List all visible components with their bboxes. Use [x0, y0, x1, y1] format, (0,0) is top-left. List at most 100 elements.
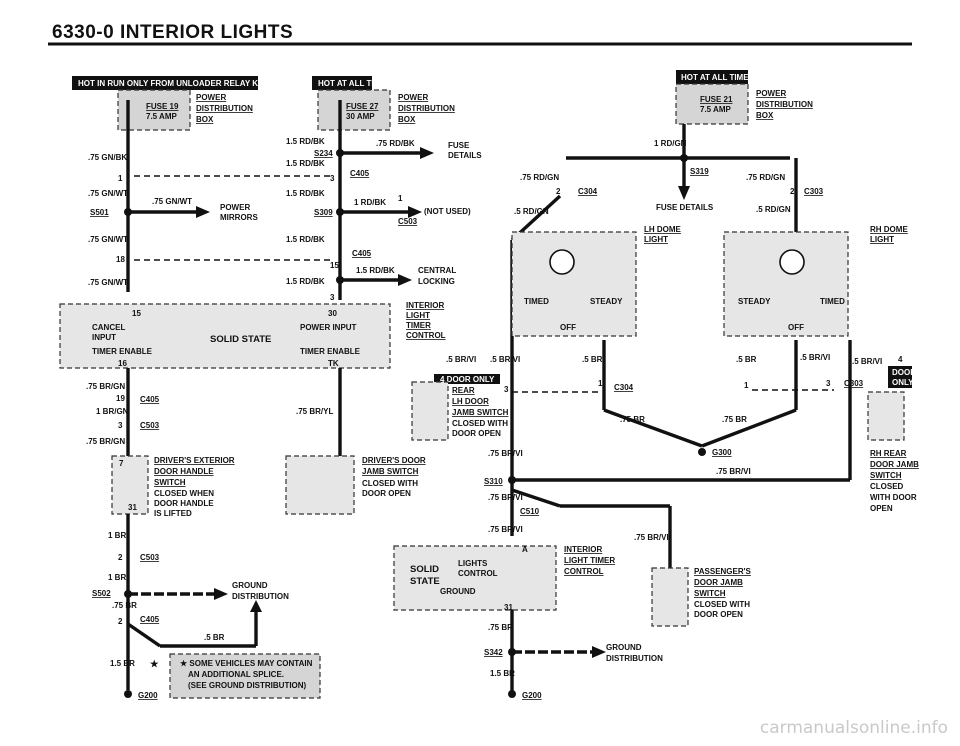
g300-label: G300 [712, 448, 732, 457]
wire-rd-gn-1: .75 RD/GN [520, 173, 559, 182]
rear-lh-jamb-switch [411, 381, 449, 441]
lh-dome-light [511, 231, 637, 337]
wire-br75-left: .75 BR [112, 601, 137, 610]
fuse-details-1: FUSE [448, 141, 470, 150]
banner-center [312, 76, 372, 90]
pin-18: 18 [116, 255, 125, 264]
wire-br15-center: 1.5 BR [490, 669, 515, 678]
pin-3-top: 3 [330, 174, 335, 183]
s342-label: S342 [484, 648, 503, 657]
pass-4: CLOSED WITH [694, 600, 750, 609]
s309-label: S309 [314, 208, 333, 217]
c503-top: C503 [398, 217, 418, 226]
rear-lh-4: CLOSED WITH [452, 419, 508, 428]
wire-rd-bk-1: 1.5 RD/BK [286, 137, 325, 146]
wire-br-vi75-b: .75 BR/VI [716, 467, 751, 476]
pdb-center-3: BOX [398, 115, 416, 124]
wire-br75-b: .75 BR [722, 415, 747, 424]
pin-a: A [522, 545, 528, 554]
fuse27-box [317, 89, 391, 131]
wire-rd-gn5-r: .5 RD/GN [756, 205, 791, 214]
rh-dome-lamp [779, 249, 805, 275]
pin-31-mod: 31 [504, 603, 513, 612]
wire-br-vi75-d: .75 BR/VI [488, 525, 523, 534]
pass-2: DOOR JAMB [694, 578, 743, 587]
door-only-1: DOOR [892, 368, 916, 377]
wire-br5-left: .5 BR [204, 633, 225, 642]
wire-br-vi-2: .5 BR/VI [490, 355, 520, 364]
rh-rear-4: CLOSED [870, 482, 904, 491]
rh-steady: STEADY [738, 297, 771, 306]
wire-br75-a: .75 BR [620, 415, 645, 424]
note-box [169, 653, 321, 699]
fuse21-box [675, 83, 749, 125]
pin-3-mid: 3 [330, 293, 335, 302]
drv-ext-5: DOOR HANDLE [154, 499, 214, 508]
wire-rd-bk-1mm: 1 RD/BK [354, 198, 386, 207]
central-locking-1: CENTRAL [418, 266, 456, 275]
pin-31-left: 31 [128, 503, 137, 512]
pass-3: SWITCH [694, 589, 726, 598]
rear-lh-5: DOOR OPEN [452, 429, 501, 438]
rh-dome-light [723, 231, 849, 337]
drv-door-1: DRIVER'S DOOR [362, 456, 426, 465]
pin-2-a: 2 [118, 553, 123, 562]
pin-3-c303: 3 [826, 379, 831, 388]
wire-gn-wt-2: .75 GN/WT [152, 197, 192, 206]
wire-br-gn-1: .75 BR/GN [86, 382, 125, 391]
itc-module [59, 303, 391, 369]
wire-rd-gn5-l: .5 RD/GN [514, 207, 549, 216]
lh-timed: TIMED [524, 297, 549, 306]
pin-2-b: 2 [118, 617, 123, 626]
drv-ext-6: IS LIFTED [154, 509, 192, 518]
drv-door-2: JAMB SWITCH [362, 467, 419, 476]
wire-br-vi75-c: .75 BR/VI [488, 493, 523, 502]
drv-ext-4: CLOSED WHEN [154, 489, 214, 498]
page-title: 6330-0 INTERIOR LIGHTS [52, 22, 294, 43]
c405-top: C405 [350, 169, 370, 178]
drv-ext-2: DOOR HANDLE [154, 467, 214, 476]
pdb-right-1: POWER [756, 89, 786, 98]
c405-left: C405 [140, 395, 160, 404]
banner-right [676, 70, 748, 84]
rh-rear-jamb-switch [867, 391, 905, 441]
pass-1: PASSENGER'S [694, 567, 752, 576]
c405-mid: C405 [352, 249, 372, 258]
banner-left-text: HOT IN RUN ONLY FROM UNLOADER RELAY K7 [78, 79, 263, 88]
wire-br-gn-3: .75 BR/GN [86, 437, 125, 446]
fuse19-amp: 7.5 AMP [146, 112, 177, 121]
cancel-input-2: INPUT [92, 333, 116, 342]
c304-mid: C304 [614, 383, 634, 392]
s310-label: S310 [484, 477, 503, 486]
pass-jamb-switch [651, 567, 689, 627]
power-mirrors-2: MIRRORS [220, 213, 258, 222]
central-locking-2: LOCKING [418, 277, 455, 286]
note-3: (SEE GROUND DISTRIBUTION) [188, 681, 307, 690]
drv-door-3: CLOSED WITH [362, 479, 418, 488]
pin-15-mod: 15 [132, 309, 141, 318]
ground-dist-c1: GROUND [606, 643, 642, 652]
wire-rd-bk-5: 1.5 RD/BK [356, 266, 395, 275]
fuse27-label: FUSE 27 [346, 102, 379, 111]
solid-state: SOLID STATE [210, 334, 271, 345]
wire-br-vi-1: .5 BR/VI [446, 355, 476, 364]
iltc-label-1: INTERIOR [564, 545, 602, 554]
banner-right-text: HOT AT ALL TIMES [681, 73, 755, 82]
iltc-label-2: LIGHT TIMER [564, 556, 615, 565]
g200-center: G200 [522, 691, 542, 700]
c503-lower: C503 [140, 553, 160, 562]
s501-label: S501 [90, 208, 109, 217]
g200-left: G200 [138, 691, 158, 700]
itc-label-3: TIMER [406, 321, 431, 330]
itc-label-4: CONTROL [406, 331, 446, 340]
fuse19-box [117, 89, 191, 131]
rh-rear-3: SWITCH [870, 471, 902, 480]
pass-5: DOOR OPEN [694, 610, 743, 619]
rh-dome-1: RH DOME [870, 225, 908, 234]
wire-rd-gn-2: .75 RD/GN [746, 173, 785, 182]
banner-left [72, 76, 258, 90]
drv-door-switch [285, 455, 355, 515]
c405-lower: C405 [140, 615, 160, 624]
power-input: POWER INPUT [300, 323, 357, 332]
ground-text: GROUND [440, 587, 476, 596]
